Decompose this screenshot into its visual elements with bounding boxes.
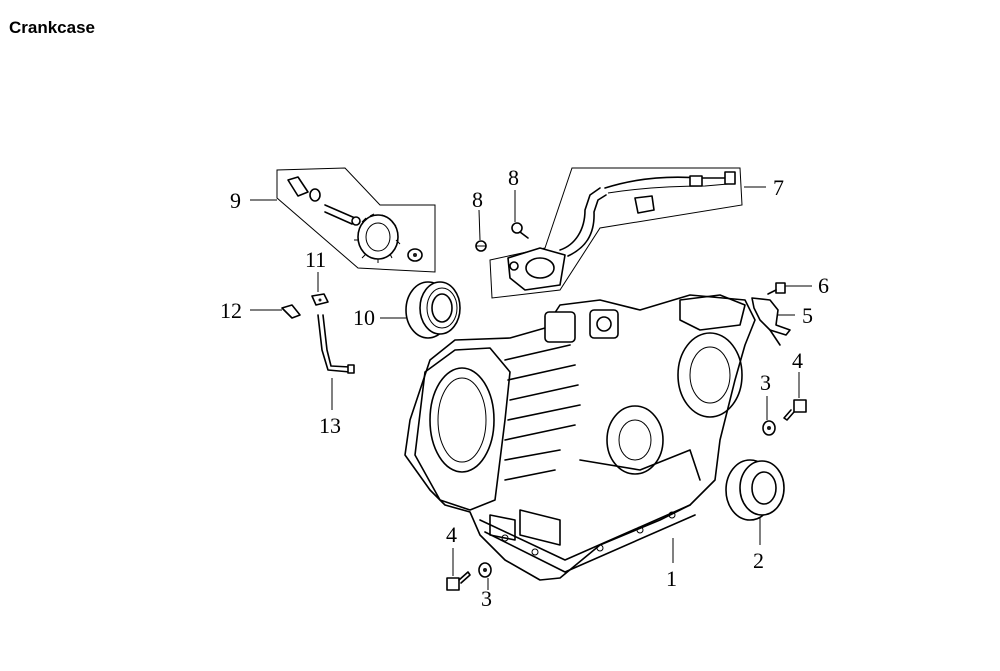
washer-right bbox=[762, 420, 776, 436]
callout-3-bottom: 3 bbox=[481, 586, 492, 611]
page-title: Crankcase bbox=[9, 18, 96, 37]
oil-sensor-assembly bbox=[489, 167, 743, 299]
governor-assembly bbox=[276, 167, 436, 273]
bolt-bottom bbox=[446, 571, 471, 591]
callout-12: 12 bbox=[220, 298, 242, 323]
oil-seal-right bbox=[725, 459, 785, 521]
small-bolt bbox=[767, 282, 786, 295]
callout-6: 6 bbox=[818, 273, 829, 298]
leader-lines bbox=[250, 186, 812, 590]
clip bbox=[281, 304, 301, 319]
callout-7: 7 bbox=[773, 175, 784, 200]
nut bbox=[311, 293, 329, 306]
callout-3-right: 3 bbox=[760, 370, 771, 395]
callout-10: 10 bbox=[353, 305, 375, 330]
callout-1: 1 bbox=[666, 566, 677, 591]
callout-4-right: 4 bbox=[792, 348, 803, 373]
callout-13: 13 bbox=[319, 413, 341, 438]
screw-left bbox=[475, 240, 487, 252]
callout-numbers: 1 2 3 3 4 4 5 6 7 8 8 9 10 11 12 13 bbox=[220, 165, 829, 611]
callout-8-top: 8 bbox=[508, 165, 519, 190]
callout-2: 2 bbox=[753, 548, 764, 573]
bracket bbox=[751, 297, 791, 346]
washer-bottom bbox=[478, 562, 492, 578]
governor-arm bbox=[317, 314, 355, 374]
callout-9: 9 bbox=[230, 188, 241, 213]
callout-11: 11 bbox=[305, 247, 326, 272]
bolt-right bbox=[783, 399, 807, 421]
screw-top bbox=[511, 222, 529, 239]
crankcase-body bbox=[404, 294, 756, 581]
bearing bbox=[405, 281, 461, 339]
callout-5: 5 bbox=[802, 303, 813, 328]
callout-8-left: 8 bbox=[472, 187, 483, 212]
callout-4-bottom: 4 bbox=[446, 522, 457, 547]
